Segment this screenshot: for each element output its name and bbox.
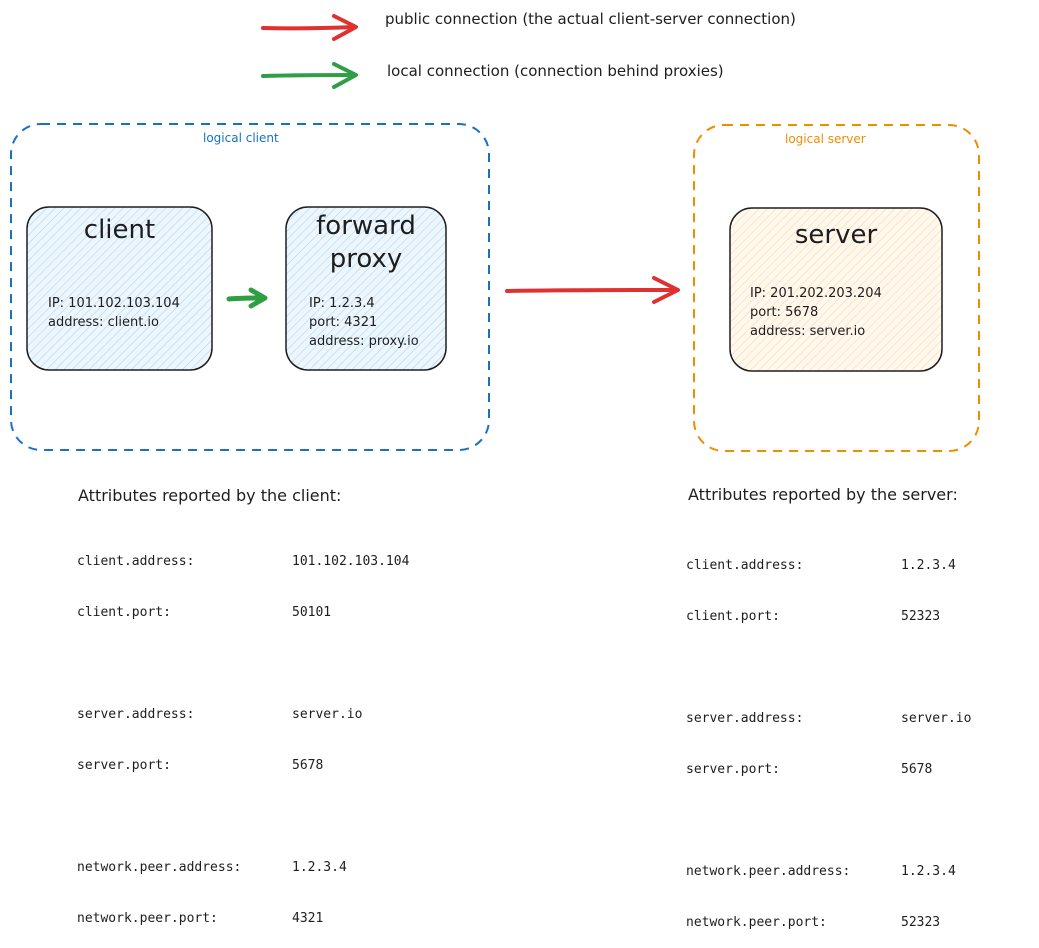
legend-public-arrow (261, 14, 358, 41)
attr-value: server.io (901, 711, 972, 726)
proxy-attributes: IP: 1.2.3.4 port: 4321 address: proxy.io (309, 294, 419, 351)
attr-value: server.io (292, 707, 363, 722)
attr-value: 50101 (292, 605, 332, 620)
server-report-table: client.address: 1.2.3.4 client.port: 523… (686, 523, 971, 948)
attr-value: 5678 (292, 758, 324, 773)
proxy-port: port: 4321 (309, 315, 378, 330)
table-row: network.peer.port: 52323 (686, 914, 971, 931)
table-row: server.port: 5678 (77, 757, 409, 774)
logical-client-group (10, 123, 490, 451)
attr-key: server.address: (77, 707, 195, 722)
diagram-canvas (10, 14, 980, 452)
logical-client-label: logical client (203, 131, 279, 145)
attr-key: client.address: (77, 554, 195, 569)
table-row: client.address: 101.102.103.104 (77, 553, 409, 570)
client-ip: IP: 101.102.103.104 (48, 296, 180, 311)
attr-key: server.port: (77, 758, 171, 773)
table-row: server.address: server.io (77, 706, 409, 723)
attr-key: network.peer.address: (77, 860, 242, 875)
server-address: address: server.io (750, 324, 866, 339)
attr-key: client.address: (686, 558, 804, 573)
server-node (729, 207, 943, 372)
logical-server-label: logical server (785, 132, 866, 146)
server-port: port: 5678 (750, 305, 819, 320)
legend-local-label: local connection (connection behind prox… (387, 62, 724, 80)
client-report-table: client.address: 101.102.103.104 client.p… (77, 519, 409, 944)
server-attributes: IP: 201.202.203.204 port: 5678 address: … (750, 284, 882, 341)
attr-value: 1.2.3.4 (901, 864, 956, 879)
attr-value: 4321 (292, 911, 324, 926)
proxy-ip: IP: 1.2.3.4 (309, 296, 375, 311)
table-row: network.peer.address: 1.2.3.4 (77, 859, 409, 876)
forward-proxy-node (285, 206, 447, 371)
table-row: client.port: 52323 (686, 608, 971, 625)
local-connection-arrow (226, 287, 268, 309)
server-report-heading: Attributes reported by the server: (688, 485, 958, 504)
attr-value: 52323 (901, 915, 941, 930)
table-row: server.address: server.io (686, 710, 971, 727)
proxy-address: address: proxy.io (309, 334, 419, 349)
attr-key: server.address: (686, 711, 804, 726)
table-row: client.address: 1.2.3.4 (686, 557, 971, 574)
client-node (26, 206, 213, 371)
legend-public-label: public connection (the actual client-ser… (385, 10, 796, 28)
attr-key: network.peer.port: (686, 915, 827, 930)
attr-key: server.port: (686, 762, 780, 777)
attr-key: client.port: (686, 609, 780, 624)
proxy-title-line2: proxy (329, 243, 403, 274)
server-title: server (794, 220, 878, 250)
attr-value: 101.102.103.104 (292, 554, 410, 569)
attr-value: 1.2.3.4 (901, 558, 956, 573)
attr-key: network.peer.port: (77, 911, 218, 926)
legend-local-arrow (261, 62, 358, 89)
attr-value: 5678 (901, 762, 933, 777)
server-ip: IP: 201.202.203.204 (750, 286, 882, 301)
table-row: network.peer.address: 1.2.3.4 (686, 863, 971, 880)
client-report-heading: Attributes reported by the client: (78, 486, 342, 505)
logical-server-group (693, 124, 980, 452)
attr-key: client.port: (77, 605, 171, 620)
attr-value: 1.2.3.4 (292, 860, 347, 875)
client-address: address: client.io (48, 315, 159, 330)
table-row: network.peer.port: 4321 (77, 910, 409, 927)
proxy-title-line1: forward (316, 211, 416, 241)
attr-value: 52323 (901, 609, 941, 624)
table-row: client.port: 50101 (77, 604, 409, 621)
proxy-title: forward proxy (286, 210, 446, 275)
public-connection-arrow (505, 276, 680, 304)
client-title: client (83, 215, 156, 245)
attr-key: network.peer.address: (686, 864, 851, 879)
client-attributes: IP: 101.102.103.104 address: client.io (48, 294, 180, 332)
table-row: server.port: 5678 (686, 761, 971, 778)
